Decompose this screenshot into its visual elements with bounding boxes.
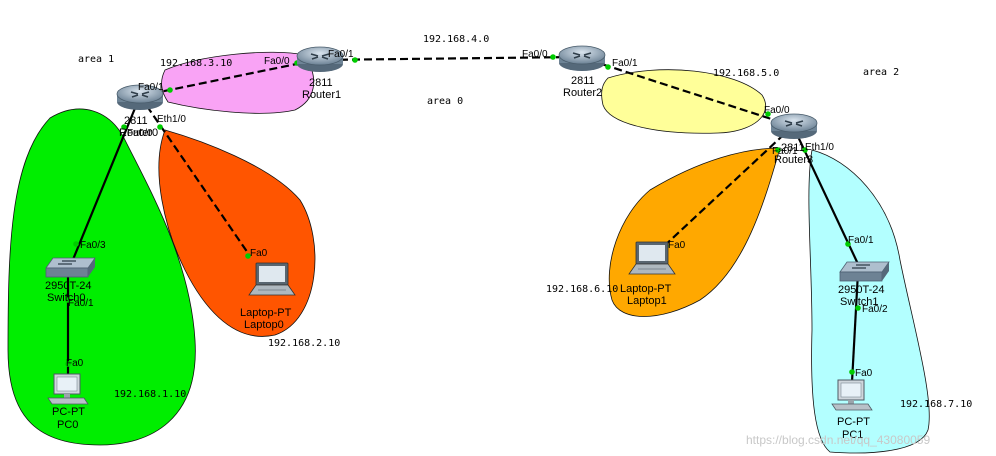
router2-name-label: Router2 xyxy=(563,87,602,99)
network-label-n1: 192.168.1.10 xyxy=(114,389,186,400)
link-switch1-pc1[interactable] xyxy=(850,271,860,383)
port-label-r0-fa00: Fa0/0 xyxy=(127,128,153,139)
laptop0-model-label: Laptop-PT xyxy=(240,307,292,319)
port-label-r1-fa00: Fa0/0 xyxy=(264,56,290,67)
router3-model-label: 2811 xyxy=(781,142,805,154)
pc1-name-label: PC1 xyxy=(842,429,863,441)
link-router1-router2[interactable] xyxy=(315,55,581,62)
network-label-n4: 192.168.4.0 xyxy=(423,34,489,45)
pc0-model-label: PC-PT xyxy=(52,406,85,418)
port-label-r3-eth10: Eth1/0 xyxy=(805,142,834,153)
network-label-n3: 192.168.3.10 xyxy=(160,58,232,69)
port-label-sw1-fa01: Fa0/1 xyxy=(848,235,874,246)
port-label-sw1-fa02: Fa0/2 xyxy=(862,304,888,315)
network-label-n6: 192.168.6.10 xyxy=(546,284,618,295)
port-label-r3-fa00: Fa0/0 xyxy=(764,105,790,116)
port-label-r3-fa01: Fa0/1 xyxy=(772,146,798,157)
port-label-pc0-fa0: Fa0 xyxy=(66,358,84,369)
port-label-r0-fa01: Fa0/1 xyxy=(138,82,164,93)
pc1-model-label: PC-PT xyxy=(837,416,870,428)
network-label-n2: 192.168.2.10 xyxy=(268,338,340,349)
area1-label: area 1 xyxy=(78,54,114,65)
router3-name-label: Router3 xyxy=(774,154,813,166)
router1-model-label: 2811 xyxy=(309,77,333,89)
switch1-name-label: Switch1 xyxy=(840,296,879,308)
laptop1-name-label: Laptop1 xyxy=(627,295,667,307)
pc0-name-label: PC0 xyxy=(57,419,78,431)
link-router3-laptop1[interactable] xyxy=(661,125,794,249)
watermark-text: https://blog.csdn.net/qq_43080059 xyxy=(746,433,930,447)
area-yellow-blob xyxy=(601,69,767,134)
router0-model-label: 2811 xyxy=(124,115,148,127)
network-label-n7: 192.168.7.10 xyxy=(900,399,972,410)
link-router0-switch0[interactable] xyxy=(70,95,142,263)
switch0-name-label: Switch0 xyxy=(47,292,86,304)
port-label-lap0-fa0: Fa0 xyxy=(250,248,268,259)
laptop0-device[interactable] xyxy=(248,262,296,296)
area-green-blob xyxy=(7,108,196,446)
port-label-sw0-fa03: Fa0/3 xyxy=(80,240,106,251)
port-label-pc1-fa0: Fa0 xyxy=(855,368,873,379)
port-label-r2-fa00: Fa0/0 xyxy=(522,49,548,60)
router1-name-label: Router1 xyxy=(302,89,341,101)
router3-device[interactable] xyxy=(770,113,818,140)
port-label-lap1-fa0: Fa0 xyxy=(668,240,686,251)
switch1-model-label: 2950T-24 xyxy=(838,284,884,296)
network-label-n5: 192.168.5.0 xyxy=(713,68,779,79)
laptop0-name-label: Laptop0 xyxy=(244,319,284,331)
switch0-device[interactable] xyxy=(45,257,96,278)
link-router2-router3[interactable] xyxy=(579,55,794,128)
area2-label: area 2 xyxy=(863,67,899,78)
router2-device[interactable] xyxy=(558,45,606,72)
link-router0-laptop0[interactable] xyxy=(139,95,251,257)
port-label-r2-fa01: Fa0/1 xyxy=(612,58,638,69)
switch1-device[interactable] xyxy=(839,261,890,282)
area0-label: area 0 xyxy=(427,96,463,107)
router0-name-label: Router0 xyxy=(119,127,158,139)
port-label-r0-eth10: Eth1/0 xyxy=(157,114,186,125)
switch0-model-label: 2950T-24 xyxy=(45,280,91,292)
port-label-sw0-fa01: Fa0/1 xyxy=(68,298,94,309)
laptop1-model-label: Laptop-PT xyxy=(620,283,672,295)
port-label-r1-fa01: Fa0/1 xyxy=(328,49,354,60)
router2-model-label: 2811 xyxy=(571,75,595,87)
